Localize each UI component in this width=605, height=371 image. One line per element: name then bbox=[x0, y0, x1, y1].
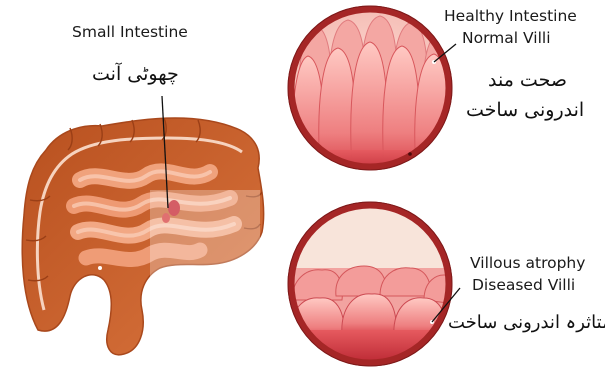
marker-dot bbox=[408, 152, 412, 156]
marker-dot bbox=[98, 266, 102, 270]
intestine-illustration bbox=[22, 118, 263, 355]
diseased-villi-label: Diseased Villi bbox=[472, 277, 575, 295]
healthy-villi-circle bbox=[288, 6, 458, 180]
highlight-overlay bbox=[150, 190, 260, 280]
small-intestine-label: Small Intestine bbox=[72, 24, 188, 42]
healthy-urdu-line2: اندرونی ساخت bbox=[466, 100, 584, 122]
villous-atrophy-title: Villous atrophy bbox=[470, 255, 585, 273]
diseased-urdu-label: متاثرہ اندرونی ساخت bbox=[448, 313, 605, 334]
healthy-urdu-line1: صحت مند bbox=[488, 70, 567, 92]
small-intestine-urdu-label: چھوٹی آنت bbox=[92, 64, 179, 86]
diseased-villi-circle bbox=[288, 202, 458, 371]
normal-villi-label: Normal Villi bbox=[462, 30, 551, 48]
healthy-intestine-title: Healthy Intestine bbox=[444, 8, 577, 26]
